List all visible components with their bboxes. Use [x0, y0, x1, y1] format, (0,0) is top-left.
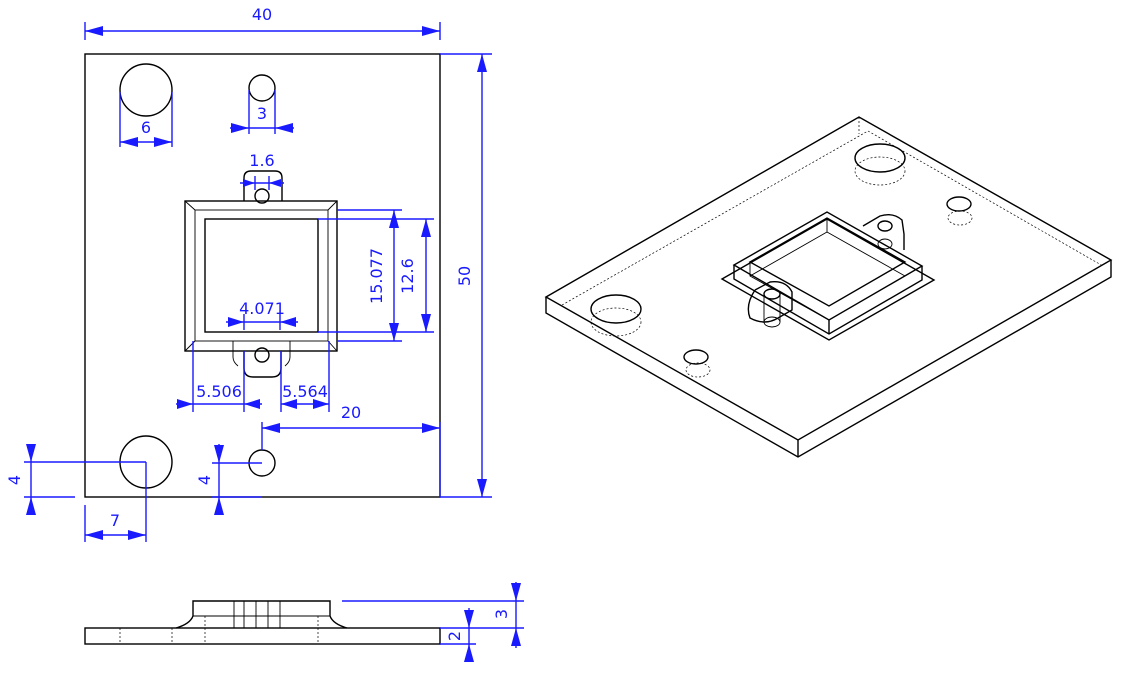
dimension-lines: [24, 22, 492, 542]
socket-top-view: [184, 170, 338, 378]
dim-thickness-label: 2: [445, 631, 464, 641]
small-hole-top: [248, 74, 276, 102]
dim-width-label: 40: [252, 5, 272, 24]
dim-small-hole-right-label: 20: [341, 403, 361, 422]
dim-inner-half-label: 4.071: [239, 299, 285, 318]
dim-outer-square-label: 15.077: [367, 248, 386, 304]
dim-tab-slot-label: 1.6: [249, 151, 274, 170]
front-view: [84, 600, 441, 645]
plate-outline: [84, 53, 441, 498]
dim-big-hole-label: 6: [141, 118, 151, 137]
dim-inner-square-label: 12.6: [398, 258, 417, 294]
dim-height-label: 50: [455, 266, 474, 286]
big-hole-top-left: [119, 63, 173, 117]
front-dimension-lines: [342, 582, 524, 662]
dim-big-hole-bottom-label: 4: [5, 475, 24, 485]
dim-total-height-label: 3: [492, 609, 511, 619]
dimension-labels: 40 50 6 3 1.6 15.077 12.6 4.071 5.506 5.…: [5, 5, 511, 641]
dim-big-hole-left-label: 7: [110, 511, 120, 530]
dim-small-hole-bottom-label: 4: [195, 475, 214, 485]
dim-small-hole-label: 3: [257, 104, 267, 123]
isometric-view: [544, 116, 1113, 458]
dim-right-offset-label: 5.564: [282, 382, 328, 401]
dim-left-offset-label: 5.506: [196, 382, 242, 401]
